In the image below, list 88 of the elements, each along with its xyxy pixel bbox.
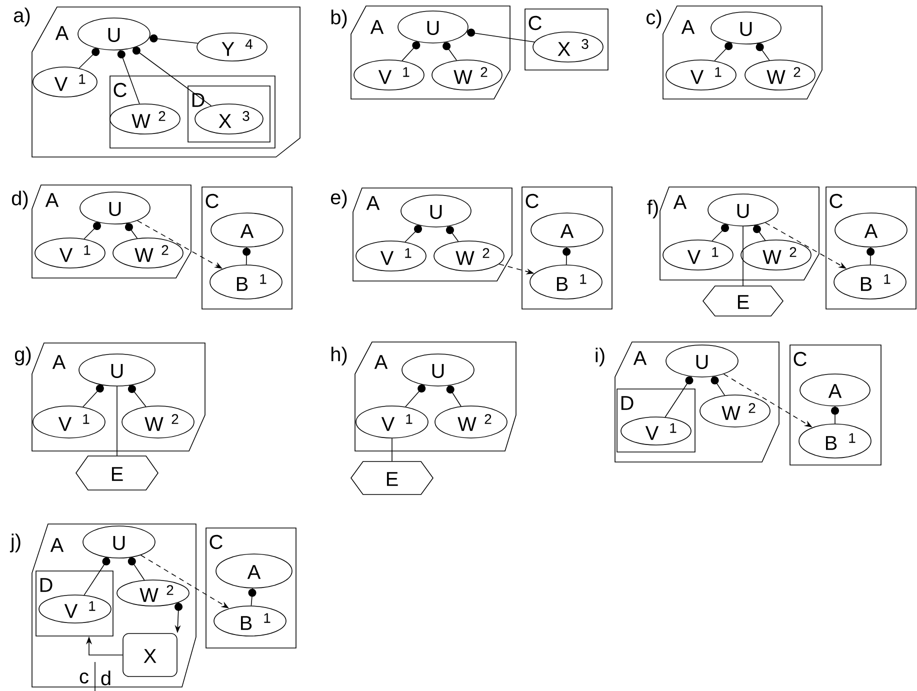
dot-connector [866, 247, 875, 265]
rounded-box: X [122, 633, 178, 677]
ellipse-node: U [400, 194, 472, 228]
ellipse-node: B 1 [214, 606, 286, 636]
panel-label: b) [331, 10, 347, 28]
line [742, 226, 744, 286]
ellipse-node: U [710, 12, 782, 44]
dot-connector [128, 385, 146, 407]
ellipse-node: W 2 [744, 60, 816, 90]
ellipse-node: U [402, 354, 474, 386]
ellipse-node: V 1 [32, 406, 106, 438]
ellipse-node: U [708, 194, 778, 226]
ellipse-node: U [78, 354, 156, 386]
dot-connector [117, 50, 140, 104]
hexagon-node: E [76, 456, 158, 490]
ellipse-node: W 2 [434, 406, 508, 438]
ellipse-node: V 1 [38, 594, 112, 624]
ellipse-node: U [398, 10, 468, 44]
ellipse-node: W 2 [112, 238, 184, 268]
ellipse-node: U [78, 18, 150, 50]
dot-connector [128, 557, 145, 580]
ellipse-node: U [666, 344, 738, 378]
ellipse-node: A [210, 212, 284, 248]
ellipse-node: W 2 [110, 104, 180, 134]
ellipse-node: B 1 [798, 424, 872, 458]
panel-label: i) [596, 348, 604, 366]
dot-connector [753, 225, 766, 241]
panel-label: a) [14, 8, 30, 26]
dot-connector [442, 42, 457, 61]
dot-connector [466, 28, 535, 42]
ellipse-node: A [216, 554, 292, 588]
dot-connector [132, 46, 212, 106]
panel-label: d) [12, 190, 28, 210]
ellipse-node: B 1 [210, 264, 282, 300]
dot-connector [446, 385, 462, 407]
ellipse-node: B 1 [834, 264, 906, 300]
line [116, 386, 118, 456]
ellipse-node: W 2 [432, 60, 502, 90]
ellipse-node: V 1 [32, 66, 98, 98]
ellipse-node: V 1 [620, 416, 692, 446]
ellipse-node: A [530, 212, 604, 248]
ellipse-node: W 2 [122, 406, 194, 438]
panel-label: f) [647, 200, 658, 218]
ellipse-node: V 1 [662, 240, 734, 270]
panel-label: h) [332, 346, 347, 366]
ellipse-node: U [80, 192, 150, 224]
dot-connector [831, 406, 839, 424]
ellipse-node: B 1 [530, 264, 602, 300]
dot-connector [404, 225, 422, 242]
ellipse-node: W 2 [740, 240, 812, 270]
ellipse-node: V 1 [666, 60, 736, 90]
dot-connector [756, 43, 770, 61]
dot-connector [248, 588, 256, 606]
dot-connector [84, 222, 101, 240]
dot-connector [664, 376, 694, 418]
dot-connector [125, 223, 138, 239]
cut-label: d [101, 670, 110, 686]
ellipse-node: V 1 [356, 406, 428, 438]
ellipse-node: V 1 [356, 240, 426, 272]
ellipse-node: W 2 [116, 580, 190, 606]
ellipse-node: U [82, 526, 156, 558]
dot-connector [405, 384, 426, 408]
dot-connector [446, 226, 459, 242]
dot-connector [82, 384, 104, 408]
ellipse-node: X 3 [532, 32, 604, 62]
ellipse-node: V 1 [354, 60, 424, 90]
dot-connector [710, 376, 726, 396]
dot-connector [242, 247, 251, 265]
dot-connector [562, 247, 571, 265]
panel-label: c) [646, 10, 662, 28]
ellipse-node: A [800, 374, 870, 406]
dot-connector [402, 41, 420, 62]
ellipse-node: V 1 [34, 238, 106, 268]
panel-label: e) [330, 190, 347, 208]
cut-label: c [80, 672, 88, 684]
ellipse-node: W 2 [700, 394, 770, 428]
dot-connector [714, 42, 733, 62]
panel-label: g) [14, 346, 31, 366]
panel-label: j) [10, 534, 20, 552]
ellipse-node: A [834, 212, 908, 248]
dot-connector [84, 557, 110, 596]
dot-connector [712, 224, 730, 242]
ellipse-node: Y 4 [196, 32, 268, 62]
ellipse-node: W 2 [434, 240, 504, 272]
dot-connector [148, 34, 198, 44]
hexagon-node: E [702, 286, 784, 316]
hexagon-node: E [350, 461, 434, 495]
dot-connector [78, 48, 100, 69]
